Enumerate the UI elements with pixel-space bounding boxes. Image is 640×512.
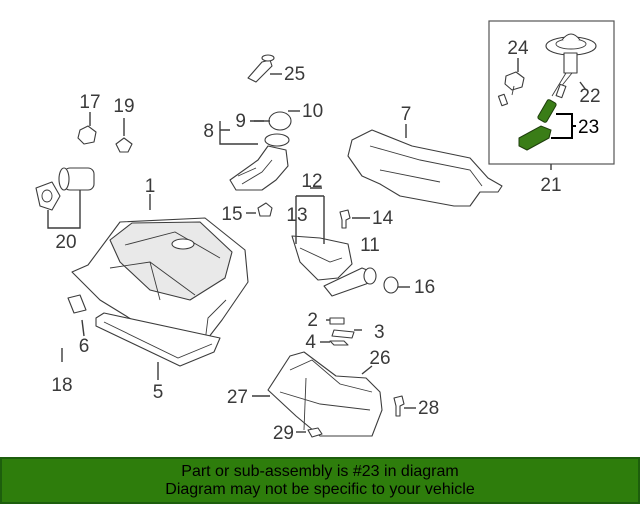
callout-12: 12 — [301, 171, 322, 192]
callout-13: 13 — [286, 205, 307, 226]
callout-8: 8 — [203, 121, 214, 142]
callout-23-highlighted: 23 — [578, 117, 599, 138]
nut-29-drawing — [307, 427, 323, 438]
callout-21: 21 — [540, 175, 561, 196]
callout-22: 22 — [579, 86, 600, 107]
canister-drawing — [35, 167, 95, 211]
callout-24: 24 — [507, 38, 529, 59]
callout-18: 18 — [51, 375, 72, 396]
fuel-system-parts-diagram: 1 2 3 4 5 6 7 8 9 10 11 12 13 14 15 16 1… — [35, 20, 615, 444]
bolt-28-drawing — [393, 395, 405, 417]
part-info-banner: Part or sub-assembly is #23 in diagram D… — [0, 457, 640, 504]
callout-15: 15 — [221, 204, 242, 225]
clamp-drawing — [257, 202, 273, 217]
callout-1: 1 — [145, 176, 156, 197]
callout-28: 28 — [418, 398, 439, 419]
clip-drawing — [115, 137, 133, 153]
callout-27: 27 — [227, 387, 248, 408]
callout-4: 4 — [305, 332, 316, 353]
heat-shield-drawing — [347, 129, 503, 207]
callout-25: 25 — [284, 64, 305, 85]
valve-drawing — [77, 125, 97, 145]
callout-10: 10 — [302, 101, 323, 122]
bracket-drawing — [247, 59, 273, 83]
callout-29: 29 — [273, 423, 294, 444]
callout-19: 19 — [113, 96, 134, 117]
fuel-pump-body-highlight — [537, 99, 557, 123]
fuel-pump-module-drawing — [545, 33, 597, 99]
bolt-drawing — [339, 209, 351, 229]
banner-line-disclaimer: Diagram may not be specific to your vehi… — [165, 480, 475, 498]
callout-3: 3 — [374, 322, 385, 343]
hardware-3-drawing — [331, 329, 355, 339]
banner-line-part-number: Part or sub-assembly is #23 in diagram — [181, 462, 459, 480]
callout-17: 17 — [79, 92, 100, 113]
callout-2: 2 — [307, 310, 318, 331]
callout-11: 11 — [360, 235, 380, 256]
callout-7: 7 — [401, 104, 412, 125]
leader-lines — [47, 73, 416, 433]
callout-6: 6 — [79, 336, 90, 357]
filler-neck-drawing — [229, 111, 292, 191]
callout-9: 9 — [235, 111, 246, 132]
tank-protector-drawing — [95, 312, 221, 367]
hardware-4-drawing — [329, 340, 349, 346]
hardware-2-drawing — [329, 317, 345, 325]
fuel-tank-drawing — [71, 217, 249, 344]
callout-14: 14 — [372, 208, 394, 229]
callout-16: 16 — [414, 277, 435, 298]
level-sensor-drawing — [497, 71, 525, 107]
callout-20: 20 — [55, 232, 76, 253]
fuel-pump-part-23 — [518, 99, 557, 151]
pad-drawing — [67, 294, 87, 314]
fuel-pump-inset — [488, 20, 615, 165]
grommet-drawing — [383, 276, 399, 294]
callout-labels: 1 2 3 4 5 6 7 8 9 10 11 12 13 14 15 16 1… — [51, 38, 600, 444]
callout-5: 5 — [153, 382, 164, 403]
fuel-strainer-highlight — [518, 125, 552, 151]
callout-26: 26 — [369, 348, 390, 369]
